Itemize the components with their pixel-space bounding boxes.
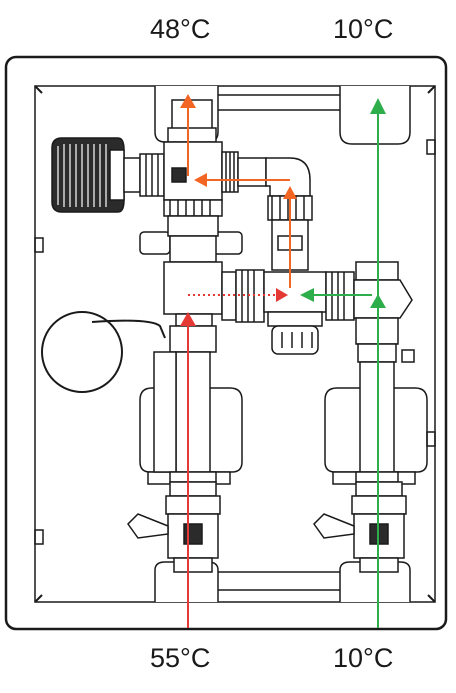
mixed-outlet-arrowhead (180, 94, 196, 108)
sensor-capillary-coil (41, 311, 166, 393)
left-riser-pipe (153, 235, 223, 483)
inlet-temp-right-label: 10°C (333, 643, 394, 673)
hot-supply-arrowhead (180, 312, 196, 326)
ball-valves (127, 481, 407, 573)
right-riser-pipe (353, 261, 415, 483)
flow-arrows (180, 94, 386, 628)
cabinet-enclosure (4, 55, 448, 631)
outlet-temp-left-label: 48°C (150, 14, 211, 44)
pump-connection (221, 269, 355, 355)
mixing-valve-body (163, 99, 223, 237)
inlet-temp-left-label: 55°C (150, 643, 211, 673)
thermostatic-head (51, 137, 165, 213)
outlet-temp-right-label: 10°C (333, 14, 394, 44)
bypass-connection (221, 151, 313, 271)
enclosure-clips (34, 139, 436, 545)
cold-outlet-arrowhead (370, 98, 386, 114)
